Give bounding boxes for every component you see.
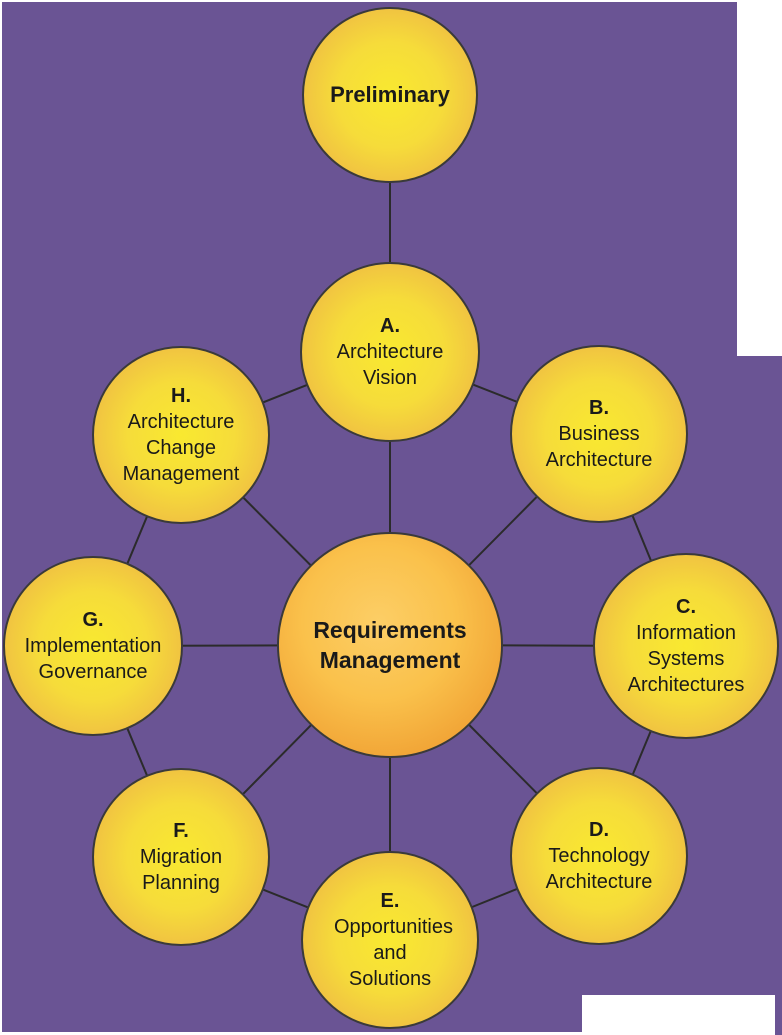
background-notch-bottom bbox=[582, 995, 775, 1035]
background-margin-top bbox=[2, 0, 737, 2]
node-circle-c-information-systems-architectures bbox=[593, 553, 779, 739]
node-circle-g-implementation-governance bbox=[3, 556, 183, 736]
background-margin-left bbox=[0, 0, 2, 1035]
hub-circle-requirements-management bbox=[277, 532, 503, 758]
background-notch-top-right bbox=[737, 0, 782, 356]
node-circle-h-architecture-change-management bbox=[92, 346, 270, 524]
node-circle-preliminary bbox=[302, 7, 478, 183]
node-circle-a-architecture-vision bbox=[300, 262, 480, 442]
node-circle-d-technology-architecture bbox=[510, 767, 688, 945]
background-margin-bottom bbox=[0, 1032, 582, 1035]
node-circle-f-migration-planning bbox=[92, 768, 270, 946]
node-circle-e-opportunities-and-solutions bbox=[301, 851, 479, 1029]
node-circle-b-business-architecture bbox=[510, 345, 688, 523]
phase-circles bbox=[3, 7, 779, 1029]
